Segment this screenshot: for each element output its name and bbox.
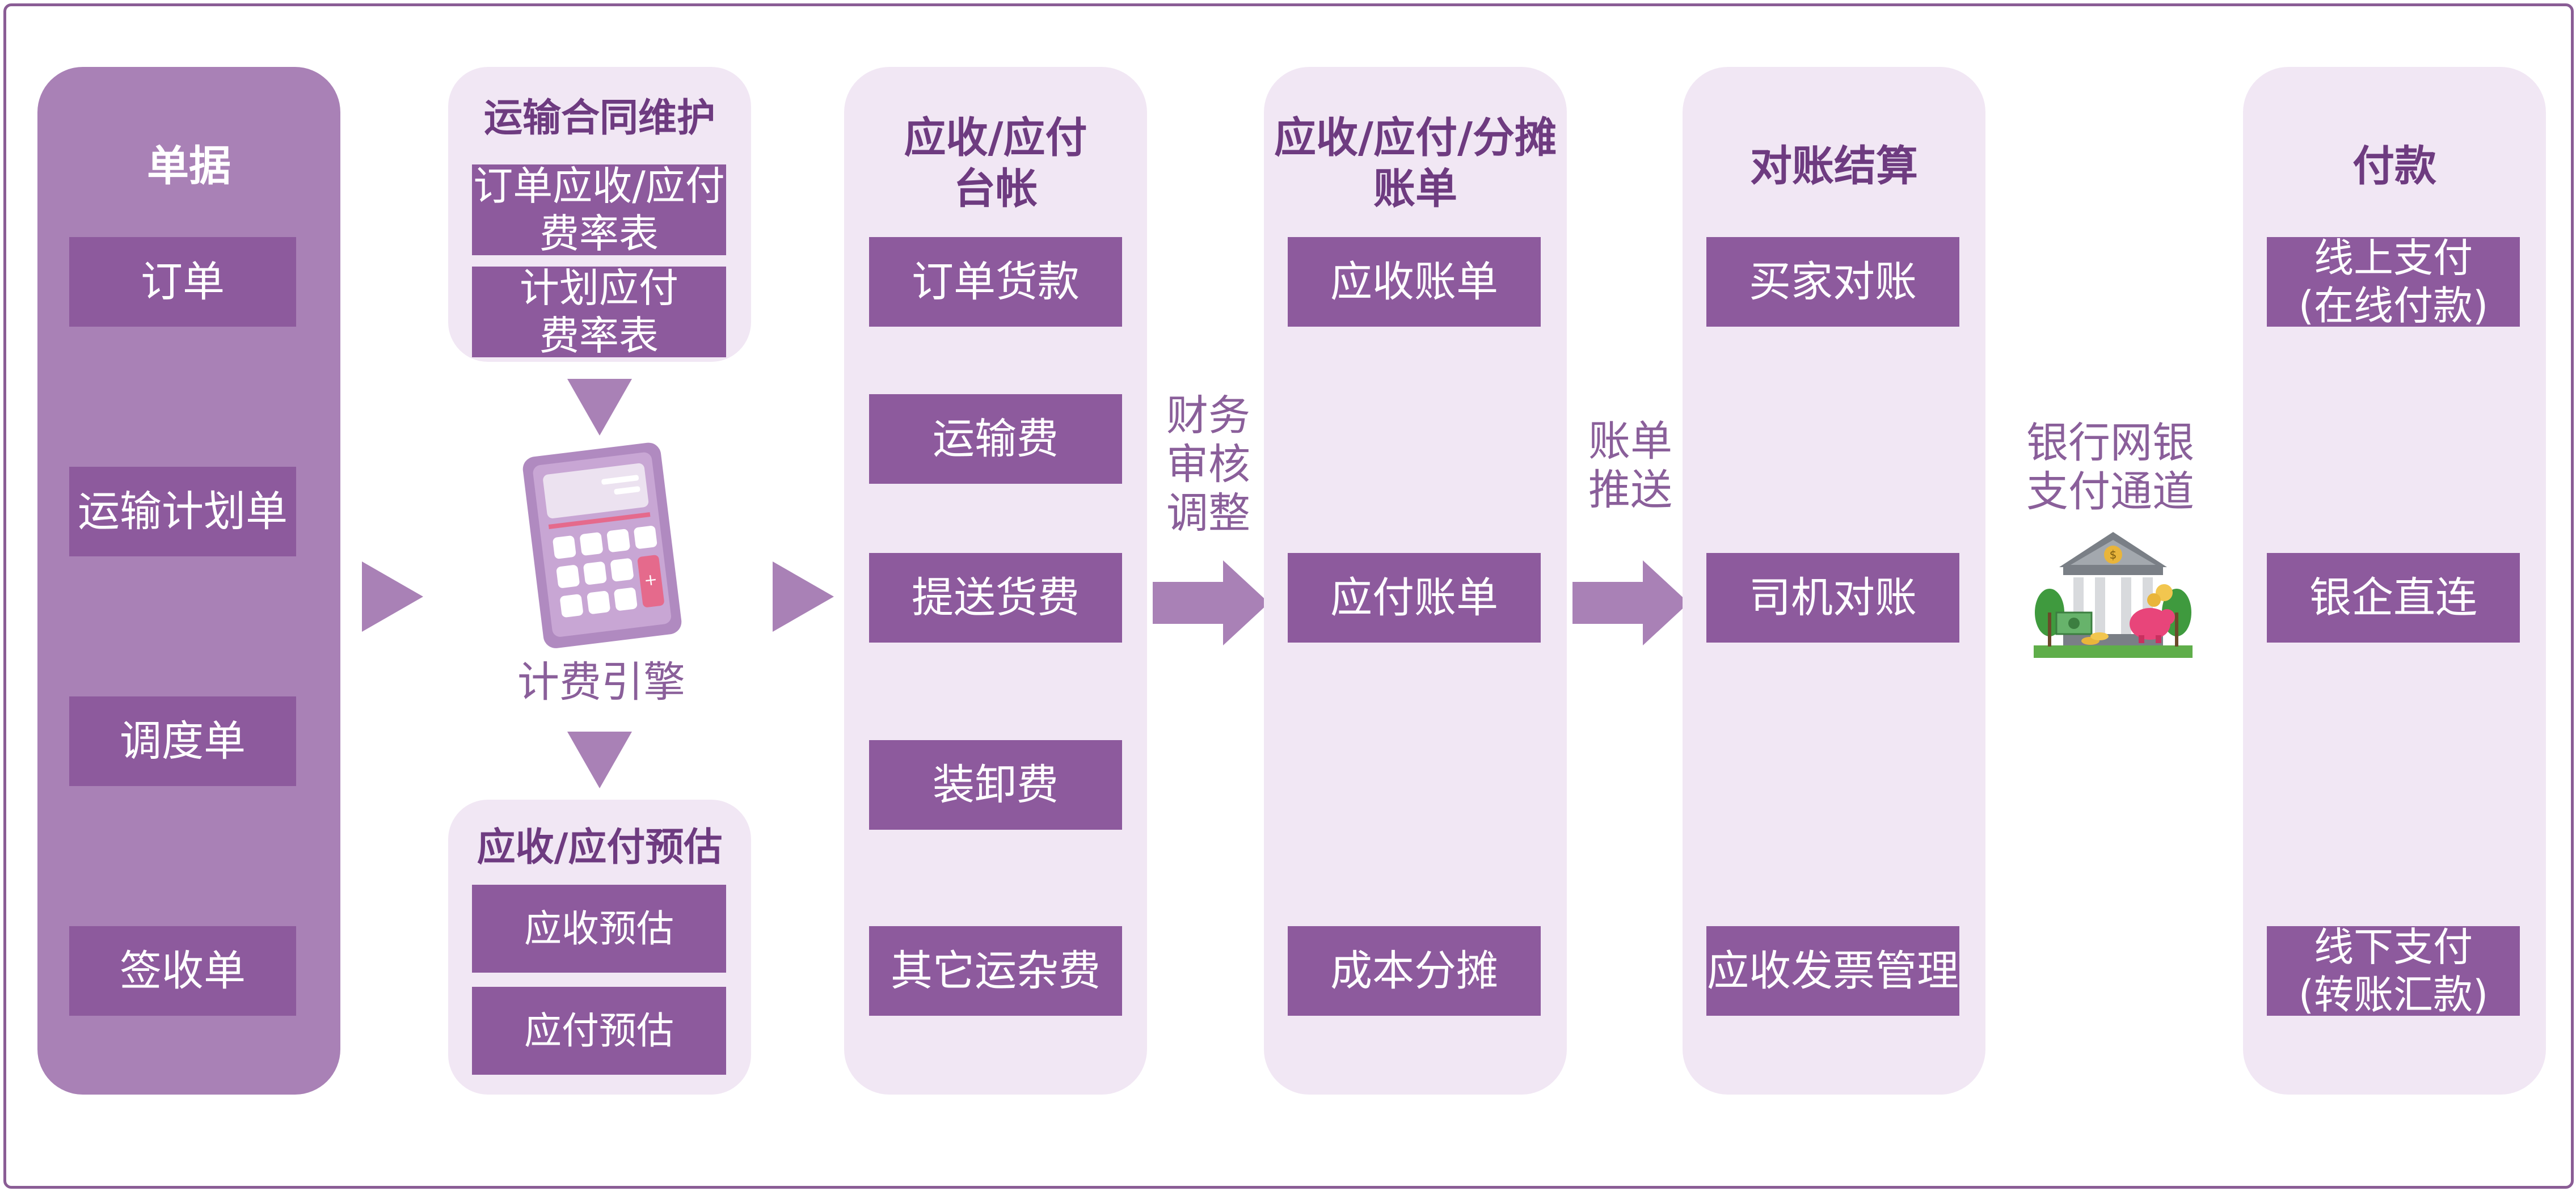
arrow-right-icon (1572, 560, 1689, 645)
finance-review-label: 财务 审核 调整 (1166, 391, 1250, 538)
settlement-driver[interactable]: 司机对账 (1706, 553, 1959, 643)
payment-title: 付款 (2352, 142, 2436, 191)
contract-order-rate-table[interactable]: 订单应收/应付 费率表 (472, 163, 726, 257)
document-dispatch[interactable]: 调度单 (69, 696, 296, 786)
bill-push-label: 账单 推送 (1588, 417, 1672, 514)
ledger-order-payment[interactable]: 订单货款 (869, 237, 1122, 327)
bank-icon: $ (2034, 532, 2193, 658)
payment-online[interactable]: 线上支付 (在线付款) (2267, 235, 2520, 329)
settlement-buyer[interactable]: 买家对账 (1706, 237, 1959, 327)
bill-cost-allocation[interactable]: 成本分摊 (1288, 926, 1541, 1016)
arrow-down-icon (567, 732, 632, 788)
payment-offline[interactable]: 线下支付 (转账汇款) (2267, 924, 2520, 1018)
documents-title: 单据 (147, 142, 231, 191)
payment-bank-direct[interactable]: 银企直连 (2267, 553, 2520, 643)
svg-text:+: + (643, 569, 658, 590)
estimate-payable[interactable]: 应付预估 (472, 987, 726, 1075)
estimate-title: 应收/应付预估 (477, 825, 723, 870)
ledger-title: 应收/应付 台帐 (904, 113, 1087, 213)
ledger-transport-fee[interactable]: 运输费 (869, 394, 1122, 484)
contract-plan-rate-table[interactable]: 计划应付 费率表 (472, 265, 726, 359)
ledger-pickup-delivery-fee[interactable]: 提送货费 (869, 553, 1122, 643)
calculator-icon: + (522, 442, 682, 648)
settlement-title: 对账结算 (1750, 142, 1918, 191)
ledger-misc-fee[interactable]: 其它运杂费 (869, 926, 1122, 1016)
document-transport-plan[interactable]: 运输计划单 (69, 467, 296, 556)
settlement-invoice[interactable]: 应收发票管理 (1706, 926, 1959, 1016)
engine-label: 计费引擎 (517, 658, 685, 707)
arrow-down-icon (567, 379, 632, 436)
ledger-handling-fee[interactable]: 装卸费 (869, 740, 1122, 830)
document-order[interactable]: 订单 (69, 237, 296, 327)
arrow-right-icon (773, 561, 834, 632)
estimate-receivable[interactable]: 应收预估 (472, 885, 726, 973)
bill-payable[interactable]: 应付账单 (1288, 553, 1541, 643)
contract-title: 运输合同维护 (483, 96, 715, 141)
arrow-right-icon (1153, 560, 1269, 645)
svg-text:$: $ (2110, 548, 2117, 561)
arrow-right-icon (362, 561, 423, 632)
bills-title: 应收/应付/分摊 账单 (1274, 113, 1557, 213)
bank-channel-label: 银行网银 支付通道 (2026, 419, 2194, 516)
document-receipt[interactable]: 签收单 (69, 926, 296, 1016)
bill-receivable[interactable]: 应收账单 (1288, 237, 1541, 327)
